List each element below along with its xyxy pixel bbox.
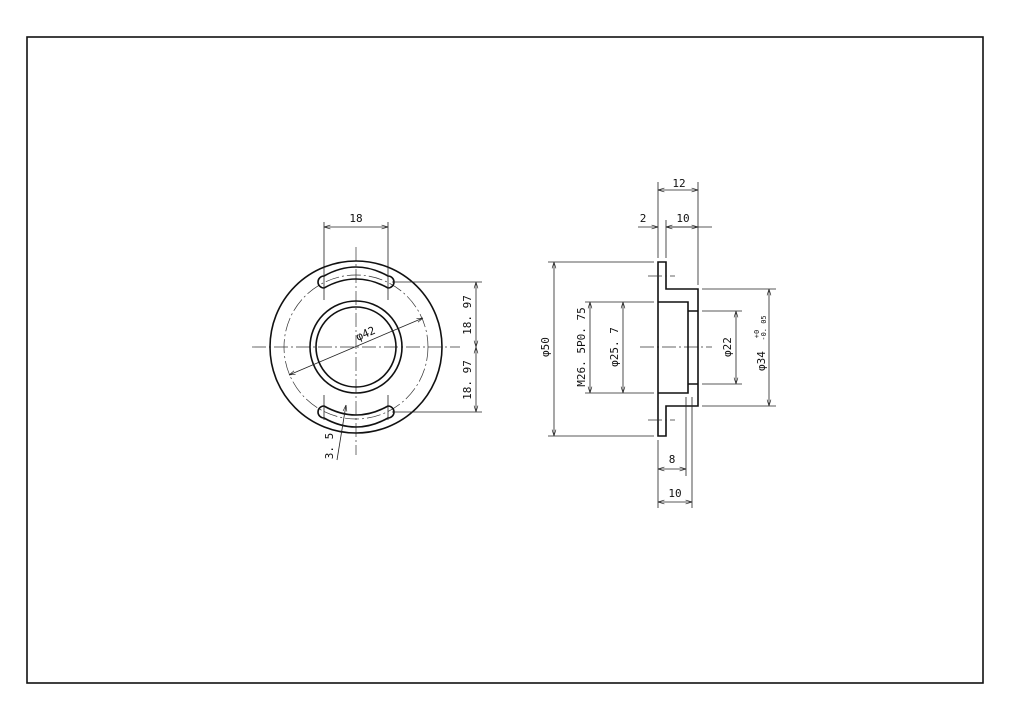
dim-bore-diameter: φ25. 7 [608, 327, 621, 367]
dim-slot-offset-bottom: 18. 97 [461, 360, 474, 400]
dim-thread-depth: 8 [669, 453, 676, 466]
dim-slot-width: 18 [349, 212, 362, 225]
dim-slot-offset-top: 18. 97 [461, 295, 474, 335]
front-view: 18 18. 97 18. 97 φ42 3. 5 [252, 212, 482, 461]
dim-body-tol-upper: +0 [753, 330, 761, 338]
dim-body-tol-lower: -0. 05 [760, 315, 768, 340]
dim-slot-radius: 3. 5 [323, 433, 336, 460]
side-view: 12 2 10 φ50 M26. 5P0. 75 φ25. 7 φ22 φ34 … [539, 177, 776, 508]
dim-step-diameter: φ22 [721, 337, 734, 357]
dim-body-length: 10 [676, 212, 689, 225]
dim-flange-thickness: 2 [640, 212, 647, 225]
dim-thread: M26. 5P0. 75 [575, 307, 588, 386]
drawing-frame [26, 36, 984, 684]
dim-body-diameter: φ34 [755, 351, 768, 371]
dim-total-length: 12 [672, 177, 685, 190]
dim-flange-diameter: φ50 [539, 337, 552, 357]
dim-pitch-circle: φ42 [354, 324, 377, 344]
dim-bore-depth: 10 [668, 487, 681, 500]
part-outline [657, 261, 699, 437]
